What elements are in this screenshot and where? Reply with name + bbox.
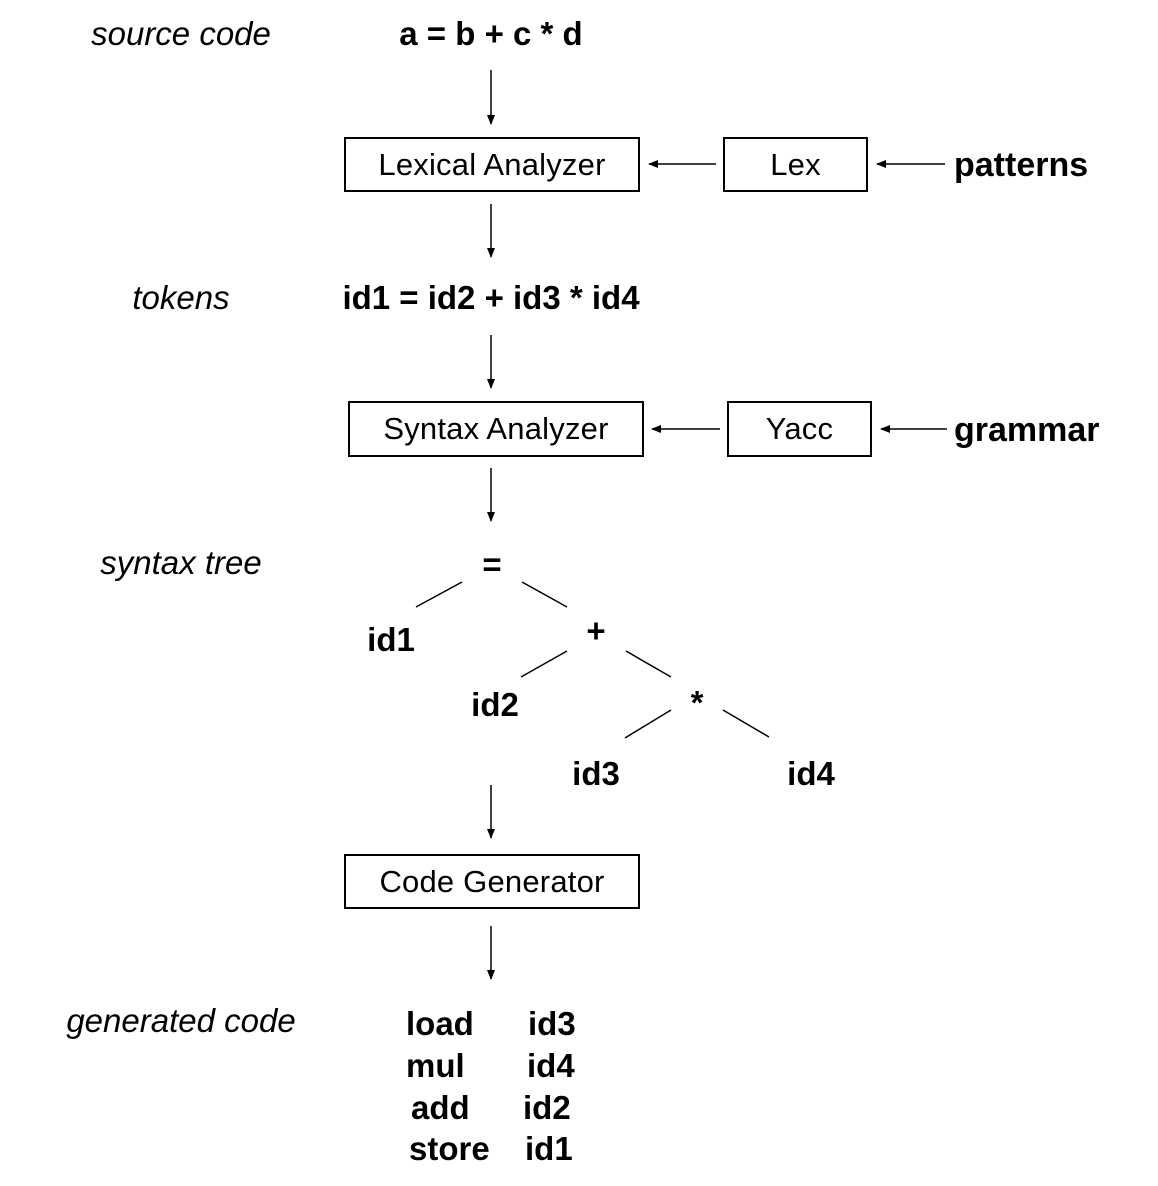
label-tokens: tokens bbox=[132, 279, 230, 316]
tree-node-id3: id3 bbox=[572, 755, 620, 792]
label-generated-code: generated code bbox=[66, 1002, 296, 1039]
tree-node-id4: id4 bbox=[787, 755, 835, 792]
patterns-label: patterns bbox=[954, 146, 1089, 184]
grammar-label: grammar bbox=[954, 411, 1100, 449]
label-syntax-tree: syntax tree bbox=[100, 544, 262, 581]
lex-box: Lex bbox=[723, 137, 868, 192]
instr-op-4: store bbox=[409, 1130, 490, 1167]
instr-op-2: mul bbox=[406, 1047, 465, 1084]
tree-node-plus: + bbox=[586, 612, 606, 649]
instr-arg-4: id1 bbox=[525, 1130, 573, 1167]
instr-arg-1: id3 bbox=[528, 1005, 576, 1042]
label-source-code: source code bbox=[91, 15, 271, 52]
code-generator-box: Code Generator bbox=[344, 854, 640, 909]
tree-node-times: * bbox=[690, 684, 704, 721]
yacc-box: Yacc bbox=[727, 401, 872, 457]
tree-edge-root-right bbox=[521, 581, 568, 608]
lexical-analyzer-box: Lexical Analyzer bbox=[344, 137, 640, 192]
tree-edge-plus-right bbox=[625, 650, 672, 678]
instr-arg-2: id4 bbox=[527, 1047, 575, 1084]
tree-node-id2: id2 bbox=[471, 686, 519, 723]
tree-node-id1: id1 bbox=[367, 621, 415, 658]
tree-edge-root-left bbox=[415, 581, 463, 608]
syntax-analyzer-box: Syntax Analyzer bbox=[348, 401, 644, 457]
tree-edge-times-left bbox=[624, 709, 672, 739]
instr-arg-3: id2 bbox=[523, 1089, 571, 1126]
instr-op-3: add bbox=[411, 1089, 470, 1126]
tree-edge-plus-left bbox=[520, 650, 568, 678]
tree-edge-times-right bbox=[722, 709, 770, 738]
instr-op-1: load bbox=[406, 1005, 474, 1042]
tree-node-root: = bbox=[482, 546, 502, 583]
token-expression: id1 = id2 + id3 * id4 bbox=[342, 279, 640, 316]
source-expression: a = b + c * d bbox=[399, 15, 583, 52]
